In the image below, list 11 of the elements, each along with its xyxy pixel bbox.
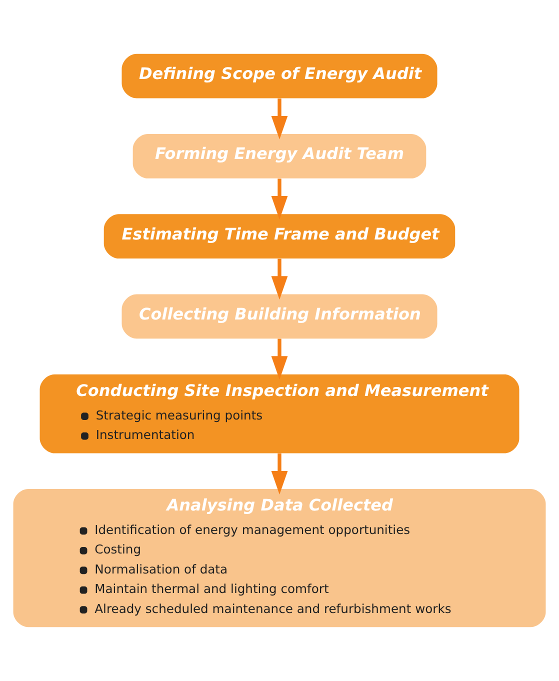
arrow <box>271 453 288 495</box>
node-box: Conducting Site Inspection and Measurement Strategic measuring points Instrumentation <box>40 374 520 454</box>
node-box: Collecting Building Information <box>122 294 438 339</box>
node-box: Estimating Time Frame and Budget <box>104 214 456 259</box>
node-box: Analysing Data Collected Identification of energy management opportunities Costing Normalisation of data Maintain thermal and lighting comfort Already scheduled maintenance and refurbishment works <box>13 489 546 628</box>
node-box: Defining Scope of Energy Audit <box>122 54 438 98</box>
arrow <box>271 178 288 220</box>
arrow <box>271 338 288 380</box>
arrow <box>271 98 288 140</box>
node-box: Forming Energy Audit Team <box>132 134 426 178</box>
arrow <box>271 258 288 300</box>
